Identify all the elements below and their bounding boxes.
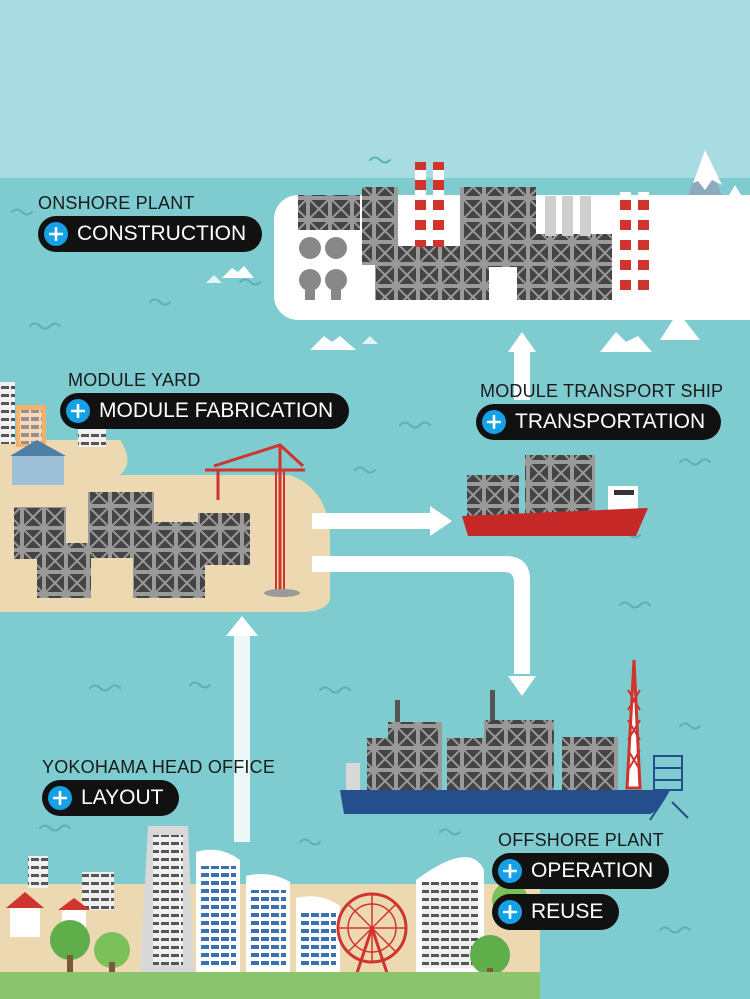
construction-button[interactable]: CONSTRUCTION xyxy=(38,216,263,252)
module-yard-town xyxy=(0,382,106,485)
icebergs xyxy=(206,266,700,352)
plus-icon xyxy=(482,410,506,434)
arrow-right-icon xyxy=(312,513,432,529)
transportation-button-label: TRANSPORTATION xyxy=(515,410,706,433)
waves xyxy=(11,156,711,934)
transport-ship xyxy=(462,455,648,536)
plus-icon xyxy=(48,786,72,810)
module-transport-ship-label: MODULE TRANSPORT SHIP xyxy=(480,381,724,401)
offshore-plant-label: OFFSHORE PLANT xyxy=(498,830,664,850)
reuse-button-label: REUSE xyxy=(531,900,604,923)
arrow-up-icon xyxy=(234,632,250,842)
reuse-button[interactable]: REUSE xyxy=(492,894,620,930)
yokohama-head-office-label: YOKOHAMA HEAD OFFICE xyxy=(42,757,276,777)
layout-button-label: LAYOUT xyxy=(81,786,164,809)
plus-icon xyxy=(66,399,90,423)
operation-button[interactable]: OPERATION xyxy=(492,853,670,889)
transportation-button[interactable]: TRANSPORTATION xyxy=(476,404,722,440)
construction-button-label: CONSTRUCTION xyxy=(77,222,247,245)
layout-button[interactable]: LAYOUT xyxy=(42,780,180,816)
module-fabrication-button[interactable]: MODULE FABRICATION xyxy=(60,393,350,429)
yokohama-city xyxy=(0,826,540,999)
flow-arrows xyxy=(226,332,536,842)
offshore-plant xyxy=(340,659,689,821)
module-yard-modules xyxy=(14,492,250,598)
module-yard-label: MODULE YARD xyxy=(68,370,201,390)
module-fabrication-button-label: MODULE FABRICATION xyxy=(99,399,334,422)
plus-icon xyxy=(498,859,522,883)
onshore-plant-label: ONSHORE PLANT xyxy=(38,193,195,213)
plus-icon xyxy=(44,222,68,246)
plus-icon xyxy=(498,900,522,924)
ferris-wheel xyxy=(336,892,408,977)
onshore-plant xyxy=(298,162,649,300)
operation-button-label: OPERATION xyxy=(531,859,654,882)
sky xyxy=(0,0,750,180)
arrow-down-icon xyxy=(312,556,530,674)
